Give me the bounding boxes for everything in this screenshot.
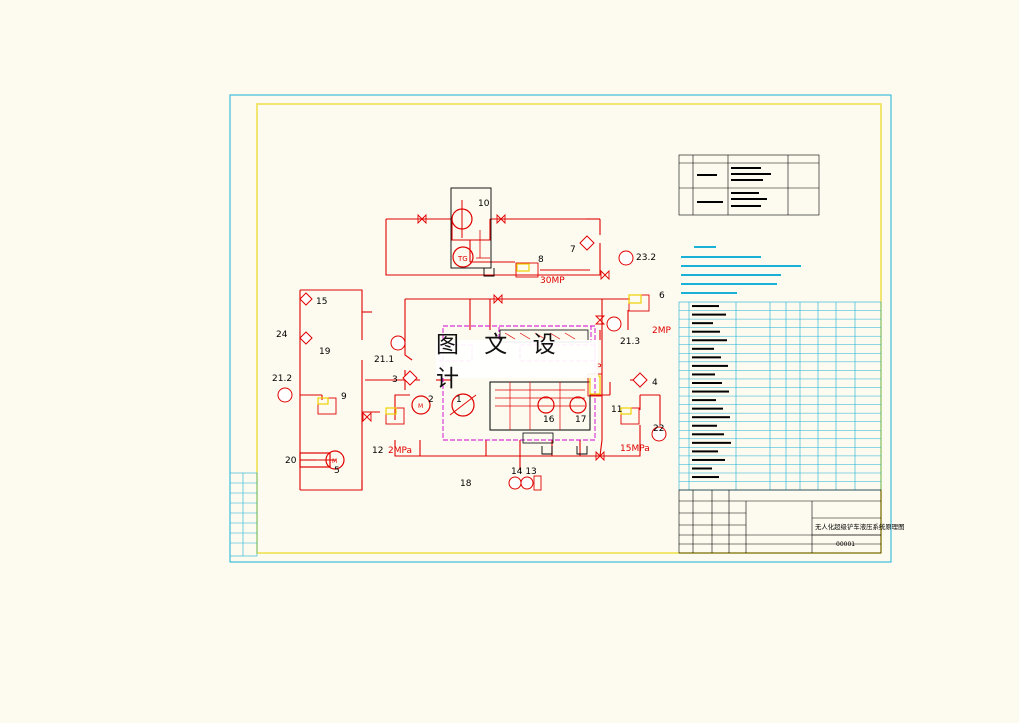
pressure-gauges — [277, 250, 667, 490]
label-6: 6 — [659, 291, 665, 301]
label-1: 1 — [456, 395, 462, 405]
label-3: 3 — [392, 375, 398, 385]
label-14-13: 14 13 — [511, 467, 537, 477]
motor-5 — [325, 450, 345, 470]
outer-sheet-border — [229, 94, 892, 563]
parts-row-placeholder — [692, 373, 715, 376]
hydraulic-lines — [299, 218, 661, 491]
label-2: 2 — [428, 395, 434, 405]
parts-row-placeholder — [692, 356, 721, 359]
filter-3 — [402, 370, 418, 386]
label-16: 16 — [543, 415, 555, 425]
revision-strip — [229, 472, 258, 557]
drawing-title: 无人化超级铲车液压系统原理图 — [815, 522, 904, 531]
filter-4 — [632, 372, 648, 388]
parts-row-placeholder — [692, 416, 730, 419]
parts-row-placeholder — [692, 407, 723, 410]
component-spec-table — [678, 154, 820, 216]
label-22: 22 — [653, 424, 664, 434]
filter-24 — [299, 331, 313, 345]
label-17: 17 — [575, 415, 586, 425]
pump-1 — [451, 393, 475, 417]
gauge-13 — [520, 476, 534, 490]
label-motor-5: M — [332, 458, 337, 465]
parts-row-placeholder — [692, 441, 731, 444]
directional-valve-block — [489, 329, 591, 444]
label-tg: TG — [457, 255, 468, 263]
parts-list-rows — [679, 305, 881, 482]
tank-symbols — [483, 268, 588, 455]
filter-7 — [579, 235, 595, 251]
watermark: 图 文 设 计 — [436, 332, 598, 392]
parts-row-placeholder — [692, 382, 722, 384]
label-21-2: 21.2 — [272, 374, 292, 384]
parts-row-placeholder — [692, 339, 727, 342]
parts-row-placeholder — [692, 399, 716, 402]
technical-notes — [681, 246, 801, 294]
label-4: 4 — [652, 378, 658, 388]
label-8: 8 — [538, 255, 544, 265]
gauge-14 — [508, 476, 522, 490]
label-15: 15 — [316, 297, 327, 307]
label-8-pressure: 30MP — [540, 276, 565, 286]
parts-row-placeholder — [692, 433, 724, 436]
label-12-pressure: 2MPa — [388, 446, 412, 456]
label-6-pressure: 2MP — [652, 326, 671, 336]
gauge-23-2 — [618, 250, 634, 266]
parts-row-placeholder — [692, 476, 719, 479]
spec-table-placeholder-text — [697, 167, 771, 207]
label-21-1: 21.1 — [374, 355, 394, 365]
label-11: 11 — [611, 405, 622, 415]
title-block — [678, 489, 882, 554]
parts-row-placeholder — [692, 458, 725, 461]
label-motor-2: M — [418, 403, 423, 410]
label-port-p: P — [596, 363, 602, 373]
label-12: 12 — [372, 446, 383, 456]
gauge-22 — [651, 426, 667, 442]
parts-row-placeholder — [692, 424, 717, 427]
label-5: 5 — [334, 466, 340, 476]
relief-valve-highlights — [317, 263, 642, 415]
label-10: 10 — [478, 199, 490, 209]
check-valves — [362, 213, 610, 462]
parts-row-placeholder — [692, 305, 719, 308]
label-18: 18 — [460, 479, 472, 489]
label-11-pressure: 15MPa — [620, 444, 650, 454]
parts-row-placeholder — [692, 330, 720, 333]
gauge-21-3 — [606, 316, 622, 332]
parts-row-placeholder — [692, 313, 726, 316]
parts-row-placeholder — [692, 347, 714, 350]
label-24: 24 — [276, 330, 288, 340]
gauge-21-1 — [390, 335, 406, 351]
turbine-assembly-10 — [450, 187, 492, 269]
label-21-3: 21.3 — [620, 337, 640, 347]
parts-row-placeholder — [692, 322, 713, 325]
motor-2 — [411, 395, 431, 415]
label-19: 19 — [319, 347, 331, 357]
pump-17 — [569, 396, 587, 414]
pump-16 — [537, 396, 555, 414]
pumps-and-motors — [299, 393, 587, 470]
label-9: 9 — [341, 392, 347, 402]
drawing-number: 00001 — [836, 541, 855, 548]
parts-row-placeholder — [692, 450, 718, 453]
filter-15 — [299, 292, 313, 306]
gauge-21-2 — [277, 387, 293, 403]
filters — [299, 235, 648, 388]
parts-row-placeholder — [692, 364, 728, 367]
parts-row-placeholder — [692, 390, 729, 393]
label-23-2: 23.2 — [636, 253, 656, 263]
label-20: 20 — [285, 456, 297, 466]
parts-row-placeholder — [692, 467, 712, 470]
label-7: 7 — [570, 245, 576, 255]
